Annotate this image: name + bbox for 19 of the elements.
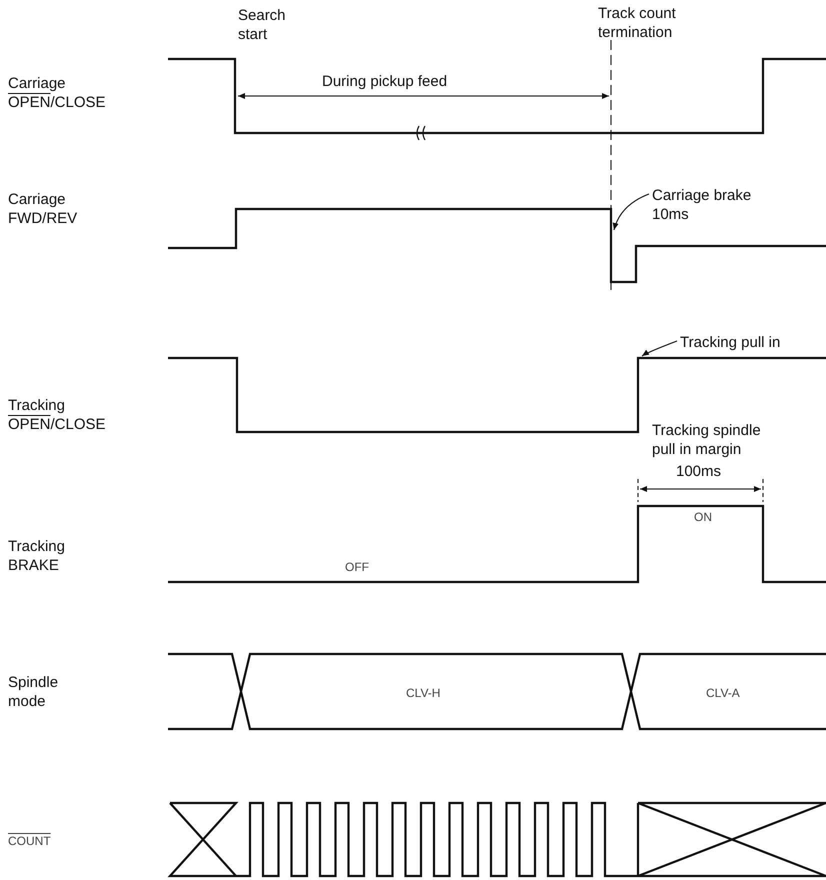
- state-label: CLV-A: [706, 686, 740, 700]
- signal-name: Carriage FWD/REV: [8, 190, 78, 228]
- leader-line: [642, 340, 678, 356]
- callout-text: Tracking pull in: [680, 333, 780, 352]
- leader-line: [613, 194, 650, 230]
- dimension-label: During pickup feed: [322, 72, 448, 91]
- signal-name: Tracking BRAKE: [8, 537, 66, 575]
- event-label: Track count termination: [598, 4, 677, 42]
- signal-name: Carriage OPEN/CLOSE: [8, 74, 107, 112]
- signal-name: COUNT: [8, 834, 51, 848]
- callout-text: Carriage brake 10ms: [652, 186, 762, 224]
- state-label: ON: [694, 510, 712, 524]
- state-label: OFF: [345, 560, 369, 574]
- event-label: Search start: [238, 6, 287, 44]
- dimension-label: 100ms: [676, 462, 722, 481]
- signal-name: Tracking OPEN/CLOSE: [8, 396, 107, 434]
- signal-name: Spindle mode: [8, 673, 60, 711]
- annotation-text: Tracking spindle pull in margin: [652, 421, 762, 459]
- state-label: CLV-H: [406, 686, 440, 700]
